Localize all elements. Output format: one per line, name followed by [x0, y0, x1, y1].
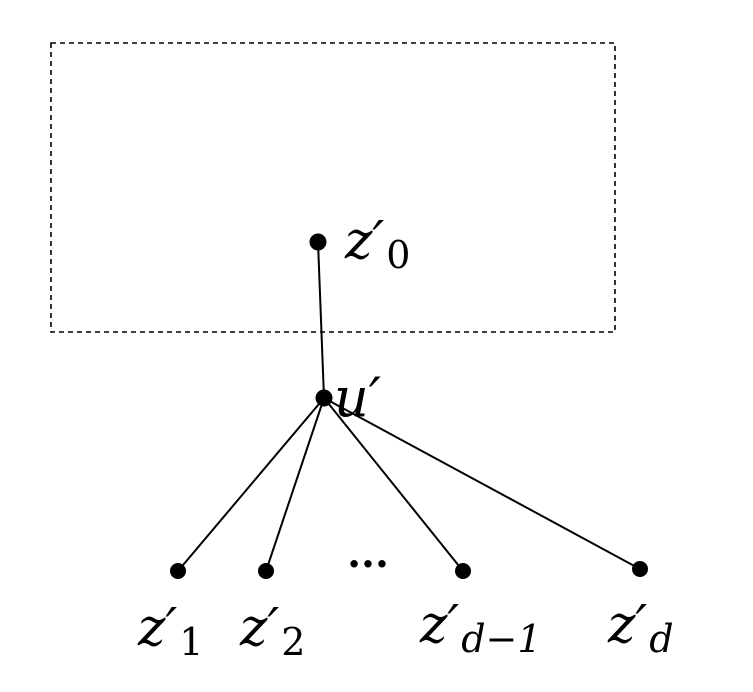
leaf-label-2: z′2 [239, 598, 305, 664]
node-root [309, 233, 327, 251]
leaf-label-d-minus-1-sub: d−1 [461, 617, 541, 661]
leaf-label-d-minus-1: z′d−1 [419, 595, 542, 661]
node-leaf-d [632, 561, 648, 577]
node-leaf-d-minus-1 [455, 563, 471, 579]
leaf-label-d: z′d [607, 595, 674, 661]
ellipsis: ··· [347, 541, 389, 588]
leaf-label-2-sub: 2 [281, 620, 305, 664]
leaf-label-d-main: z′ [607, 595, 647, 655]
dashed-region-box [50, 42, 616, 333]
node-leaf-1 [170, 563, 186, 579]
edge-hub-leaf-d-minus-1 [323, 397, 464, 572]
node-leaf-2 [258, 563, 274, 579]
leaf-label-d-minus-1-main: z′ [419, 595, 459, 655]
edge-root-hub [317, 241, 325, 399]
edge-hub-leaf-2 [265, 397, 325, 572]
leaf-label-d-sub: d [649, 617, 673, 661]
leaf-label-1-sub: 1 [179, 620, 203, 664]
leaf-label-1-main: z′ [137, 598, 177, 658]
leaf-label-1: z′1 [137, 598, 203, 664]
node-hub [315, 389, 333, 407]
hub-label: u′ [334, 366, 381, 429]
root-label-sub: 0 [386, 233, 410, 277]
edge-hub-leaf-1 [177, 397, 325, 572]
leaf-label-2-main: z′ [239, 598, 279, 658]
root-label: z′0 [344, 211, 410, 277]
root-label-main: z′ [344, 211, 384, 271]
edge-hub-leaf-d [323, 397, 641, 570]
